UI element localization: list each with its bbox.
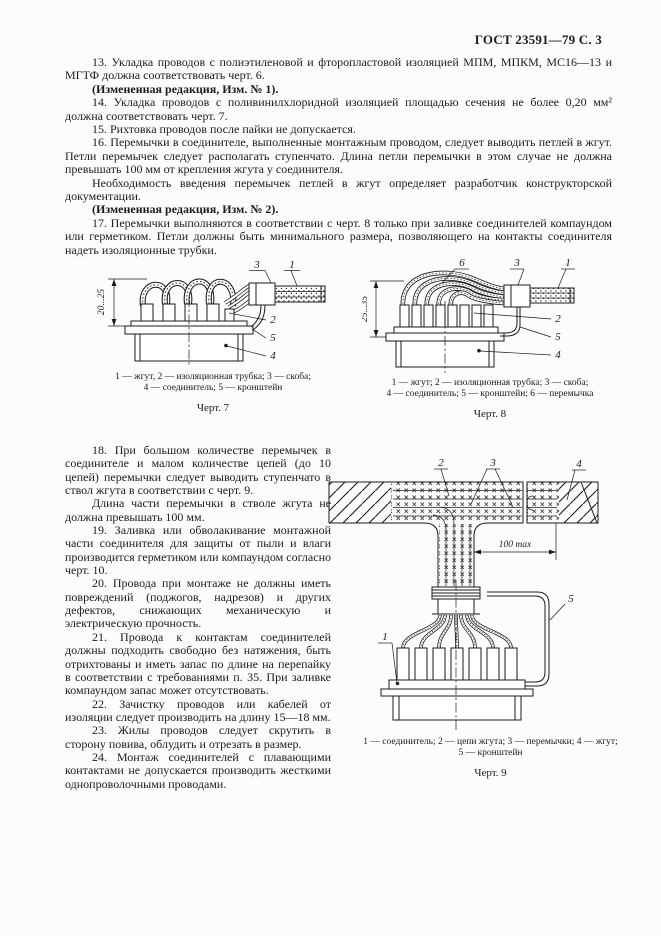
page-header: ГОСТ 23591—79 С. 3 xyxy=(474,32,602,47)
paragraph-19: 19. Заливка или обволакивание монтажной … xyxy=(65,523,331,578)
figure-9-drawing: 100 max xyxy=(328,457,599,731)
fig8-bracket xyxy=(500,307,521,337)
fig8-clamp xyxy=(503,284,531,308)
fig8-callout-4: 4 xyxy=(555,349,561,361)
fig8-dimension: 25...35 xyxy=(362,280,404,338)
fig8-dim-label: 25...35 xyxy=(362,296,370,322)
paragraph-24: 24. Монтаж соединителей с плавающими кон… xyxy=(65,749,331,791)
fig8-callouts: 6 3 1 2 5 4 xyxy=(441,257,575,361)
paragraph-amendment-2: (Измененная редакция, Изм. № 2). xyxy=(92,202,279,217)
fig9-dimension: 100 max xyxy=(474,523,557,560)
fig7-wire-loops xyxy=(139,278,257,314)
fig9-callout-2: 2 xyxy=(438,457,444,469)
fig8-callout-1: 1 xyxy=(565,257,571,269)
figure-7: 20...25 xyxy=(84,257,342,414)
fig9-harness-band xyxy=(328,481,599,588)
paragraph-23: 23. Жилы проводов следует скрутить в сто… xyxy=(65,723,331,751)
fig7-callout-1: 1 xyxy=(289,259,295,271)
fig8-callout-3: 3 xyxy=(513,257,520,269)
fig7-callout-5: 5 xyxy=(270,332,276,344)
fig7-contact-tubes xyxy=(140,303,235,322)
fig7-clamp xyxy=(248,282,276,306)
fig7-callout-4: 4 xyxy=(270,350,276,362)
paragraph-17: 17. Перемычки выполняются в соответствии… xyxy=(65,215,612,257)
fig8-harness xyxy=(529,287,575,304)
figure-7-drawing: 20...25 xyxy=(97,259,326,366)
paragraph-16b: Необходимость введения перемычек петлей … xyxy=(65,175,612,204)
figure-9-caption: 1 — соединитель; 2 — цепи жгута; 3 — пер… xyxy=(363,737,618,758)
figure-7-number: Черт. 7 xyxy=(196,402,230,414)
fig7-dimension: 20...25 xyxy=(97,278,147,327)
paragraph-15: 15. Рихтовка проводов после пайки не доп… xyxy=(92,122,356,137)
fig9-fanned-wires xyxy=(401,614,513,649)
fig9-callout-4: 4 xyxy=(576,458,582,470)
paragraph-amendment-1: (Измененная редакция, Изм. № 1). xyxy=(92,81,279,96)
fig9-callout-5: 5 xyxy=(568,593,574,605)
figure-7-caption: 1 — жгут, 2 — изоляционная трубка; 3 — с… xyxy=(115,372,311,393)
fig8-callout-6: 6 xyxy=(459,257,465,269)
figure-8-drawing: 25...35 xyxy=(362,257,575,373)
fig7-callout-2: 2 xyxy=(270,314,276,326)
figure-9: 100 max xyxy=(320,452,661,779)
column-section: 18. При большом количестве перемычек в с… xyxy=(65,443,331,791)
paragraph-22: 22. Зачистку проводов или кабелей от изо… xyxy=(65,696,331,724)
paragraph-21: 21. Провода к контактам соединителей дол… xyxy=(65,629,331,698)
figure-9-number: Черт. 9 xyxy=(474,767,507,779)
fig9-callout-1: 1 xyxy=(382,631,388,643)
fig7-callout-3: 3 xyxy=(253,259,260,271)
paragraph-14: 14. Укладка проводов с поливинилхлоридно… xyxy=(65,95,612,123)
paragraph-13: 13. Укладка проводов с полиэтиленовой и … xyxy=(65,55,612,83)
figure-8: 25...35 xyxy=(360,257,620,420)
figure-8-caption: 1 — жгут; 2 — изоляционная трубка; 3 — с… xyxy=(386,378,594,399)
fig9-callouts: 2 3 4 5 1 xyxy=(378,457,586,686)
paragraph-16: 16. Перемычки в соединителе, выполненные… xyxy=(65,135,612,177)
fig8-wire-loops xyxy=(400,270,506,308)
fig7-callouts: 3 1 2 5 4 xyxy=(224,259,300,362)
figure-8-number: Черт. 8 xyxy=(473,408,507,420)
fig9-contact-tubes xyxy=(396,647,518,681)
paragraph-20: 20. Провода при монтаже не должны иметь … xyxy=(65,576,331,631)
fig8-contact-tubes xyxy=(399,304,494,328)
fig7-bracket xyxy=(250,304,266,331)
fig8-callout-5: 5 xyxy=(555,331,561,343)
intro-section: 13. Укладка проводов с полиэтиленовой и … xyxy=(65,55,612,257)
fig7-dim-label: 20...25 xyxy=(97,289,107,315)
fig8-callout-2: 2 xyxy=(555,313,561,325)
fig9-dim-label: 100 max xyxy=(499,540,532,550)
fig9-bracket xyxy=(487,591,550,687)
paragraph-18: 18. При большом количестве перемычек в с… xyxy=(65,443,331,498)
fig9-callout-3: 3 xyxy=(489,457,496,469)
fig7-harness xyxy=(274,285,326,303)
paragraph-18b: Длина части перемычки в стволе жгута не … xyxy=(65,496,331,524)
fig9-connector-body xyxy=(380,679,534,721)
